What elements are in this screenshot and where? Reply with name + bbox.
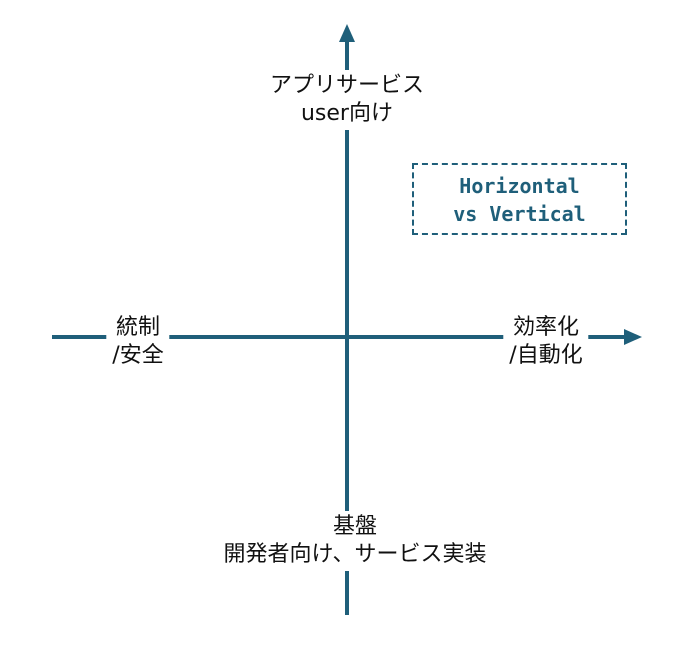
axis-label-left-line1: 統制 (115, 315, 161, 340)
axis-label-right: 効率化 /自動化 (503, 312, 589, 372)
axis-label-top-line2: user向け (300, 101, 393, 126)
axis-label-left: 統制 /安全 (106, 312, 170, 372)
note-box: Horizontal vs Vertical (412, 163, 627, 235)
up-arrow-head (339, 24, 355, 42)
axis-label-bottom-line1: 基盤 (332, 514, 377, 539)
axis-label-left-line2: /安全 (112, 343, 164, 368)
right-arrow-head (624, 329, 642, 345)
note-line2: vs Vertical (453, 202, 586, 226)
axis-label-bottom: 基盤 開発者向け、サービス実装 (217, 511, 493, 571)
axis-label-right-line2: /自動化 (509, 343, 583, 368)
note-line1: Horizontal (459, 174, 580, 198)
axis-label-top: アプリサービス user向け (263, 70, 431, 130)
axis-label-bottom-line2: 開発者向け、サービス実装 (223, 542, 487, 567)
axis-label-top-line1: アプリサービス (269, 73, 425, 98)
axis-label-right-line1: 効率化 (512, 315, 580, 340)
